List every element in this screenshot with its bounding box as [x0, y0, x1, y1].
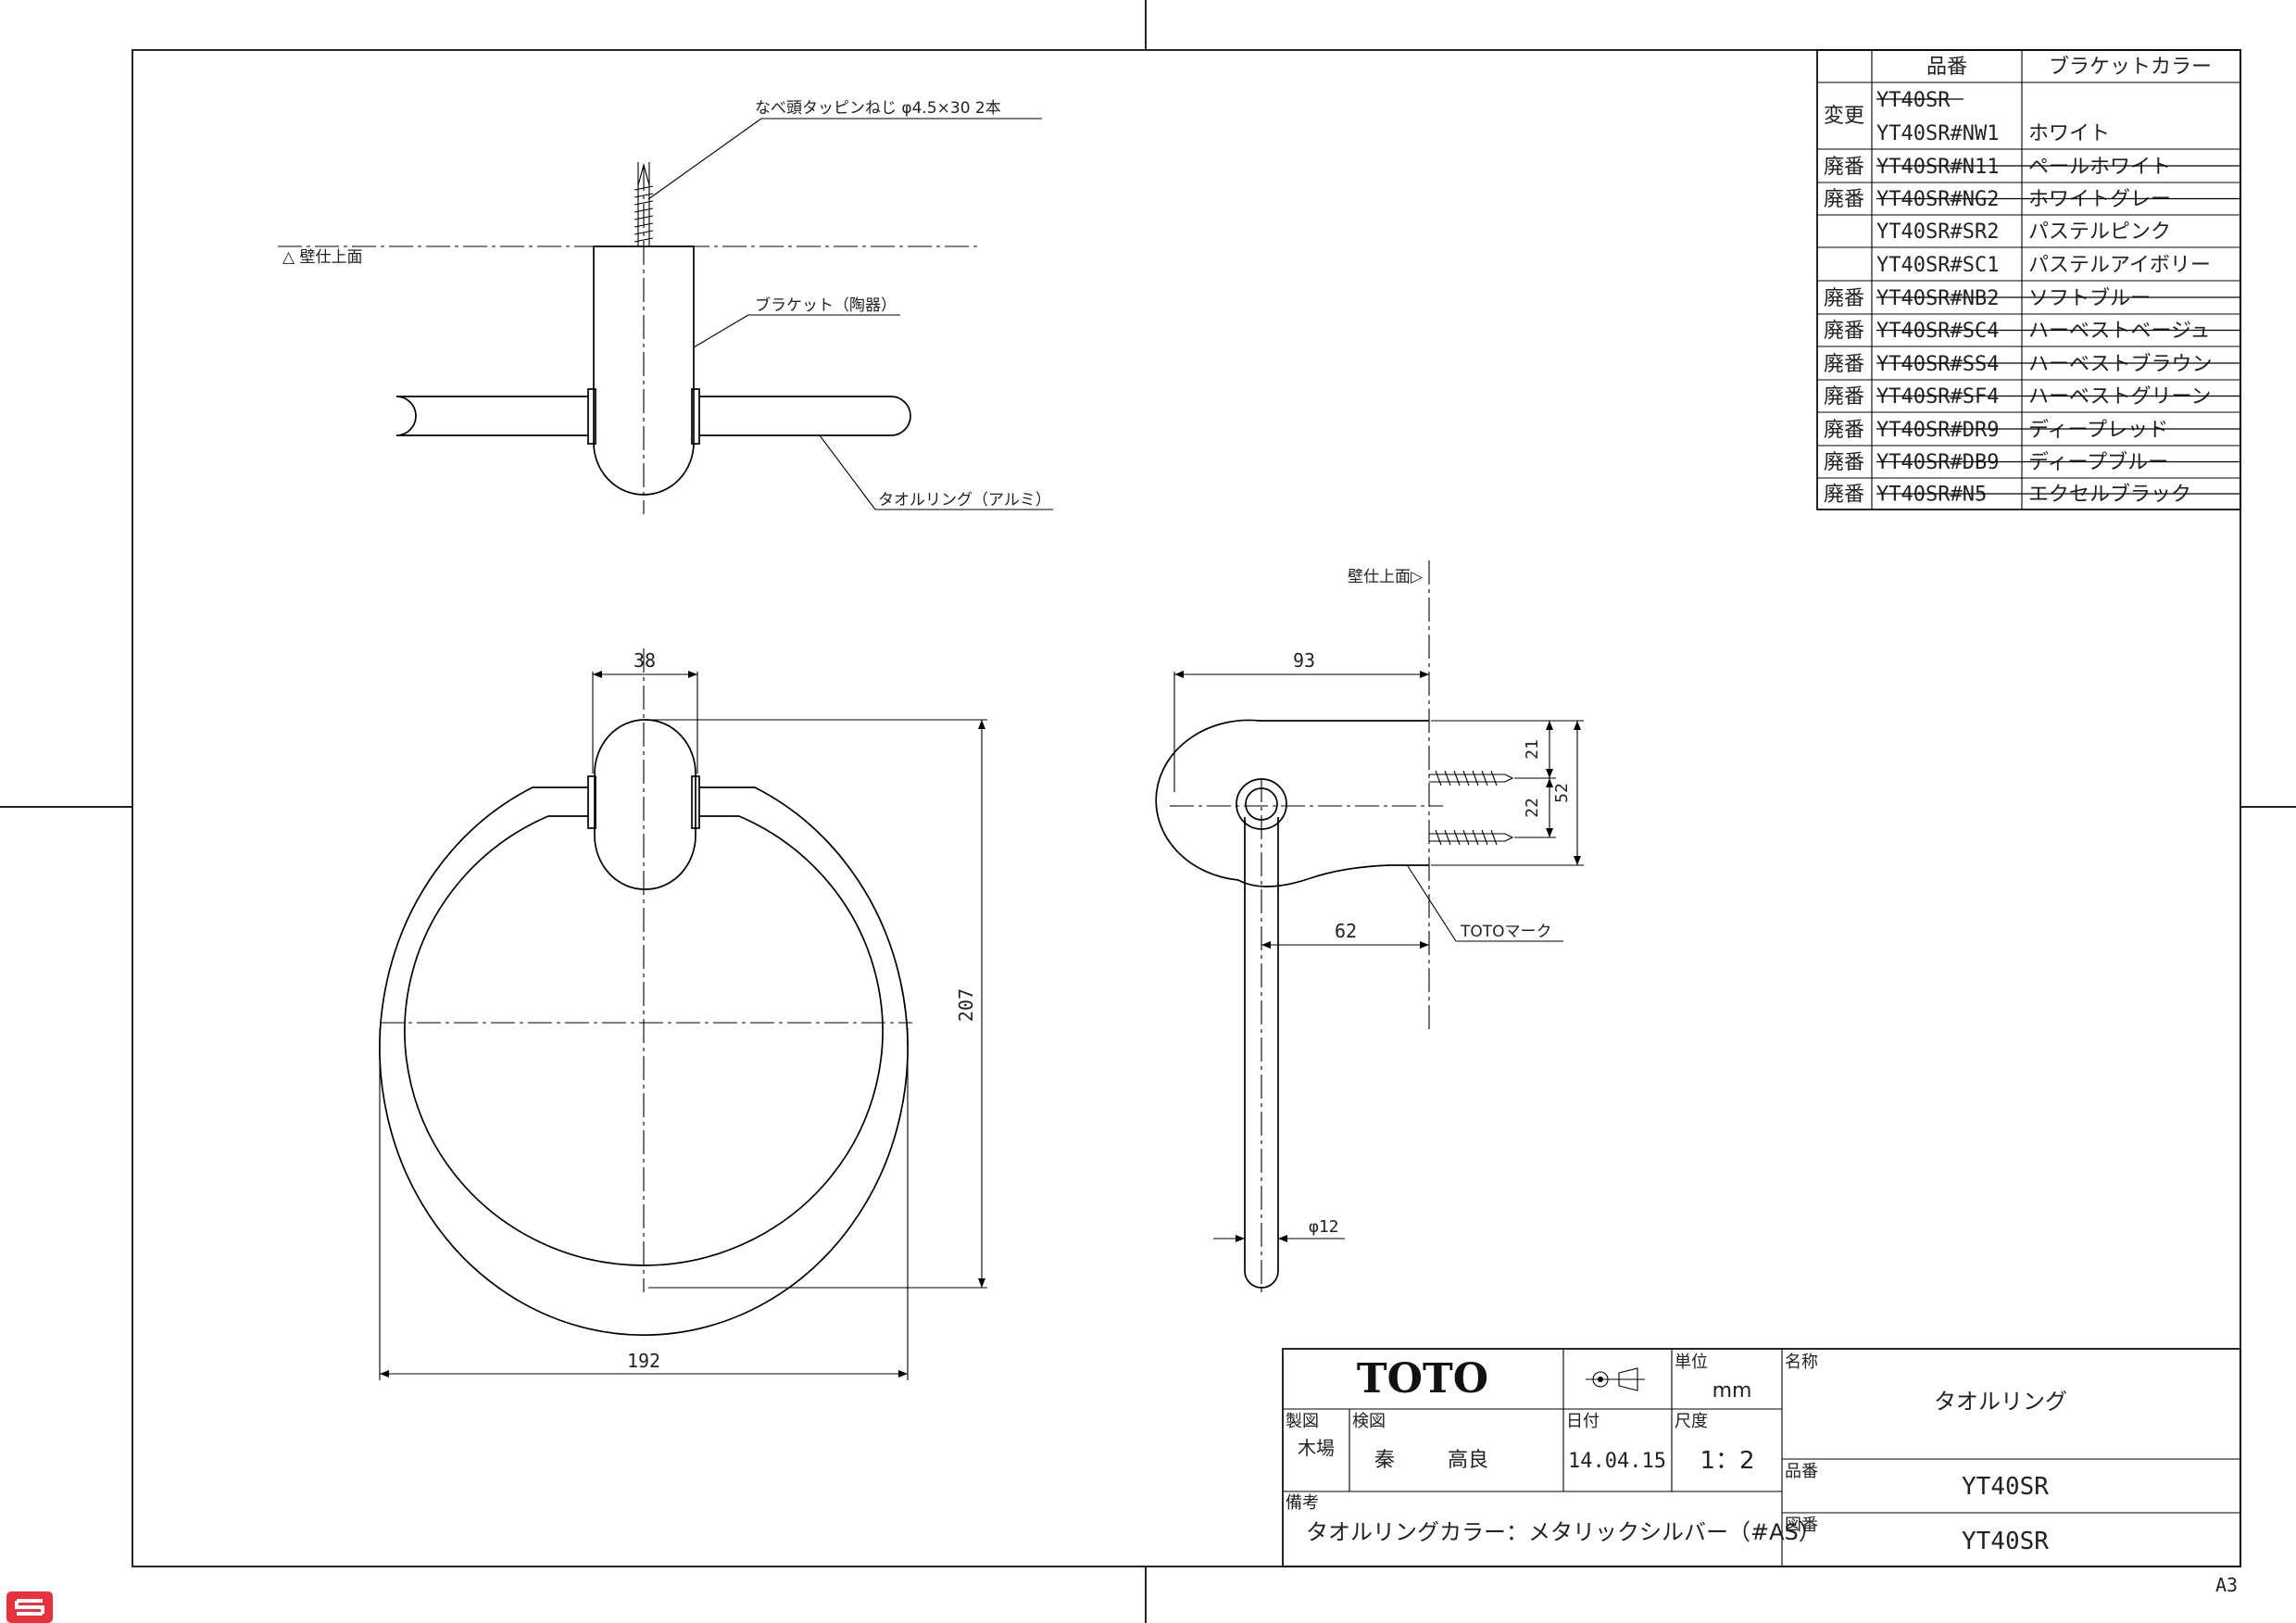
made-label: 製図 — [1286, 1412, 1319, 1431]
table-cell-code: YT40SR#SC1 — [1876, 254, 1999, 277]
side-screws — [1429, 770, 1514, 846]
ring-collar-left — [587, 388, 596, 445]
check-name2: 高良 — [1448, 1449, 1488, 1472]
table-cell-status: 廃番 — [1824, 188, 1864, 211]
dim-62: 62 — [1335, 920, 1357, 942]
table-cell-code: YT40SR#N11 — [1876, 156, 1999, 179]
bracket-side-shape — [1155, 719, 1429, 887]
dim-52: 52 — [1552, 783, 1572, 803]
check-name1: 秦 — [1374, 1449, 1395, 1472]
mark-label: TOTOマーク — [1460, 923, 1552, 941]
part-value: YT40SR — [1962, 1473, 2049, 1501]
screw-leader — [647, 118, 762, 200]
table-cell-color: ホワイトグレー — [2028, 188, 2171, 211]
ring-label: タオルリング（アルミ） — [878, 491, 1051, 510]
table-header-code: 品番 — [1926, 56, 1967, 79]
bracket-top-shape — [593, 245, 695, 496]
scale-label: 尺度 — [1675, 1412, 1708, 1431]
dim-21: 21 — [1523, 739, 1542, 760]
bracket-front-shape — [594, 719, 696, 890]
toto-logo: TOTO — [1357, 1355, 1488, 1403]
remarks-label: 備考 — [1286, 1493, 1319, 1513]
drawing-no-value: YT40SR — [1962, 1528, 2049, 1555]
table-cell-code: YT40SR#DB9 — [1876, 451, 1999, 474]
brand-corner-icon — [6, 1592, 53, 1623]
table-cell-status: 廃番 — [1824, 287, 1864, 310]
dim-22: 22 — [1523, 798, 1542, 818]
table-cell-code: YT40SR#SF4 — [1876, 385, 1999, 409]
table-cell-color: ハーベストブラウン — [2028, 353, 2212, 376]
ring-leader — [819, 434, 876, 510]
table-cell-status: 廃番 — [1824, 451, 1864, 474]
made-name: 木場 — [1298, 1437, 1335, 1459]
title-block: TOTO 単位 mm 名称 タオルリング 製図 木場 検図 秦 高良 日付 14… — [1282, 1348, 2241, 1567]
scale-value: 1：2 — [1700, 1447, 1754, 1475]
bracket-leader — [693, 314, 749, 348]
table-cell-code: YT40SR#SC4 — [1876, 320, 1999, 343]
table-cell-color: エクセルブラック — [2028, 483, 2191, 506]
ring-collar-right — [691, 388, 700, 445]
side-view: 壁仕上面▷ 93 21 — [1155, 560, 1584, 1292]
table-cell-status: 廃番 — [1824, 320, 1864, 343]
date-label: 日付 — [1566, 1412, 1600, 1431]
table-cell-color: ハーベストグリーン — [2028, 385, 2211, 409]
drawing-no-label: 図番 — [1785, 1516, 1818, 1535]
unit-value: mm — [1713, 1379, 1752, 1403]
table-cell-status: 廃番 — [1824, 353, 1864, 376]
ring-inner — [404, 815, 884, 1266]
front-view: 38 207 192 — [379, 648, 987, 1380]
table-cell-code: YT40SR#NB2 — [1876, 287, 1999, 310]
sheet-border — [132, 49, 2241, 1567]
table-cell-code: YT40SR — [1876, 89, 1951, 112]
table-cell-color: パステルアイボリー — [2028, 254, 2211, 277]
table-cell-color: ディープブルー — [2028, 451, 2168, 474]
table-cell-code: YT40SR#SS4 — [1876, 353, 1999, 376]
table-header-color: ブラケットカラー — [2049, 56, 2212, 79]
sheet-size: A3 — [2215, 1574, 2238, 1596]
ring-rod-side — [1244, 817, 1279, 1289]
check-label: 検図 — [1352, 1412, 1386, 1431]
table-cell-color: ディープレッド — [2028, 419, 2168, 442]
table-cell-code: YT40SR#SR2 — [1876, 220, 1999, 244]
ring-arm-left — [395, 396, 588, 436]
ring-arm-right — [699, 396, 911, 436]
name-value: タオルリング — [1934, 1389, 2067, 1415]
table-cell-status: 廃番 — [1824, 385, 1864, 409]
dim-192: 192 — [627, 1350, 660, 1372]
part-label: 品番 — [1785, 1462, 1818, 1481]
remarks-value: タオルリングカラー：メタリックシルバー（#AS） — [1306, 1519, 1821, 1545]
projection-symbol-icon — [1586, 1367, 1645, 1391]
table-cell-status: 廃番 — [1824, 156, 1864, 179]
table-cell-code: YT40SR#NG2 — [1876, 188, 1999, 211]
table-cell-code: YT40SR#NW1 — [1876, 122, 1999, 145]
table-cell-code: YT40SR#N5 — [1876, 483, 1987, 506]
table-cell-status: 廃番 — [1824, 483, 1864, 506]
date-value: 14.04.15 — [1568, 1450, 1666, 1473]
mark-leader — [1407, 865, 1457, 942]
front-collar-left — [587, 775, 596, 829]
dim-207: 207 — [955, 988, 977, 1022]
table-cell-color: ホワイト — [2028, 122, 2110, 145]
dim-38: 38 — [634, 649, 656, 672]
table-cell-color: ペールホワイト — [2028, 156, 2171, 179]
table-cell-status: 変更 — [1824, 105, 1864, 128]
wall-label-side: 壁仕上面▷ — [1348, 568, 1424, 586]
bracket-label: ブラケット（陶器） — [755, 296, 897, 315]
top-view: △ 壁仕上面 なべ頭タッピンねじ φ4.5×30 2本 ブラケット（陶器） — [278, 99, 1053, 514]
unit-label: 単位 — [1675, 1352, 1708, 1372]
dim-93: 93 — [1293, 649, 1315, 672]
table-cell-color: ハーベストベージュ — [2028, 320, 2210, 343]
wall-label-top: △ 壁仕上面 — [282, 248, 362, 267]
ring-outer — [379, 786, 909, 1336]
name-label: 名称 — [1785, 1352, 1818, 1372]
table-cell-status: 廃番 — [1824, 419, 1864, 442]
table-cell-color: パステルピンク — [2028, 220, 2171, 244]
table-cell-color: ソフトブルー — [2028, 287, 2151, 310]
table-cell-code: YT40SR#DR9 — [1876, 419, 1999, 442]
dim-phi12: φ12 — [1309, 1217, 1339, 1237]
screw-label: なべ頭タッピンねじ φ4.5×30 2本 — [755, 99, 1001, 118]
